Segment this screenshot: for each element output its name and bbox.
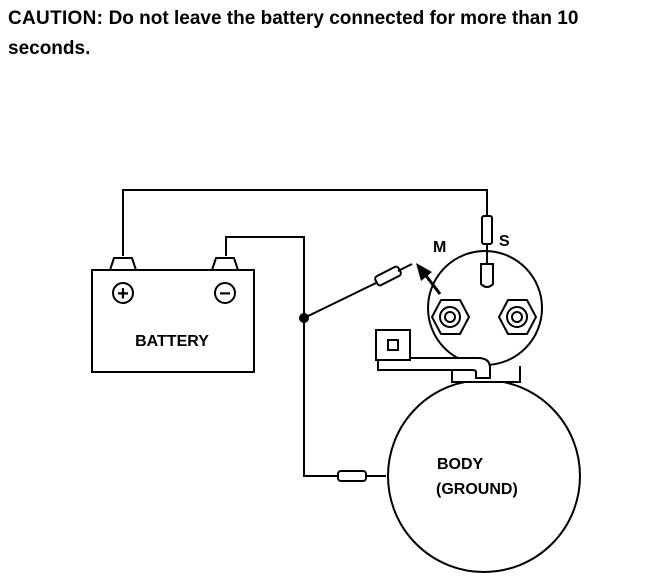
battery [91,257,255,373]
battery-plus-sign: + [117,283,129,305]
battery-label: BATTERY [135,333,209,350]
battery-minus-sign: − [219,283,231,305]
caution-note: CAUTION: Do not leave the battery connec… [8,4,648,64]
starter-body [387,379,581,573]
terminal-s-connector [480,215,494,288]
plus-symbol-circle [112,282,134,304]
terminal-m-label: M [433,239,446,256]
wire-positive-to-s [122,189,488,256]
test-lead-body-connector [337,470,386,482]
body-label-line-2: (GROUND) [436,481,518,498]
mounting-bracket [375,329,411,361]
terminal-s-label: S [499,233,510,250]
minus-symbol-circle [214,282,236,304]
caution-text: Do not leave the battery connected for m… [8,8,579,59]
wire-negative-to-body [225,236,338,477]
terminal-b-nut [497,299,538,335]
caution-heading: CAUTION: [8,8,104,29]
wire-junction [299,313,309,323]
battery-negative-post [210,257,240,271]
battery-case [91,269,255,373]
body-label-line-1: BODY [437,456,484,473]
terminal-strap [377,357,491,379]
terminal-m-nut [430,299,471,335]
terminal-m-arrow [416,263,442,295]
wire-junction-to-m [303,282,377,319]
battery-positive-post [108,257,138,271]
test-lead-m-connector [374,263,413,287]
